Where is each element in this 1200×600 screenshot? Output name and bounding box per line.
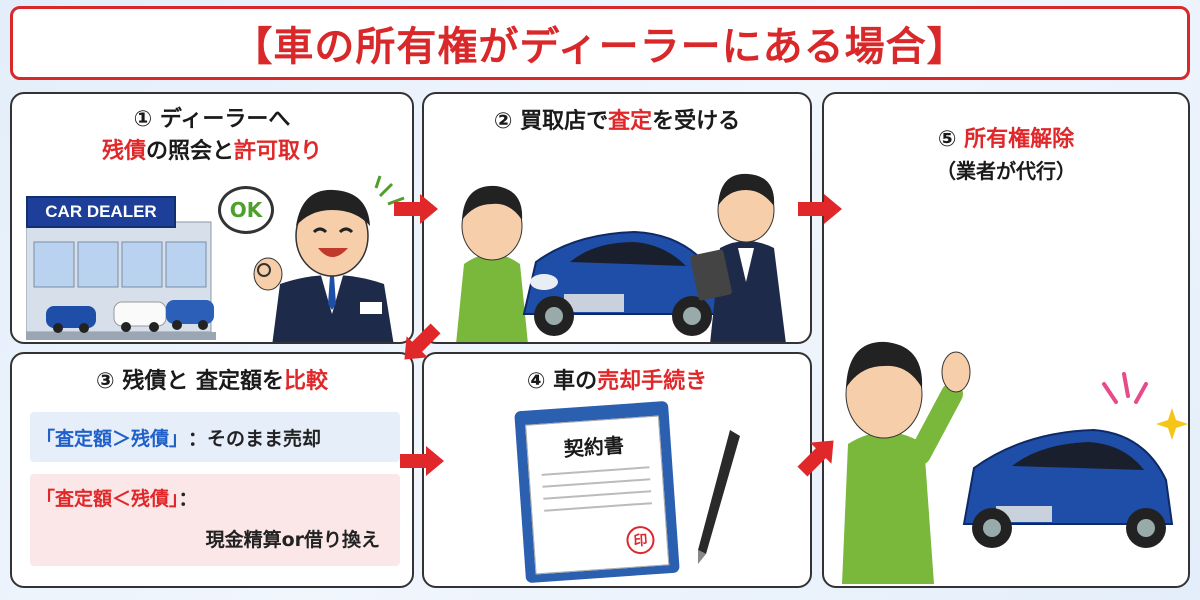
step4-heading: ④ 車の売却手続き [424, 366, 810, 398]
dealer-staff-illustration [252, 174, 412, 342]
step2-heading: ② 買取店で査定を受ける [424, 106, 810, 138]
step3-red: 比較 [283, 369, 328, 394]
ok-speech-bubble: OK [218, 186, 274, 234]
step3-panel: ③ 残債と 査定額を比較 「査定額＞残債」 ：そのまま売却 「査定額＜残債」： … [10, 352, 414, 588]
step1-red2: 許可取り [234, 138, 323, 164]
row2-label: 「査定額＜残債」 [36, 488, 179, 510]
step2-post: を受ける [652, 109, 741, 134]
blue-car-step5 [962, 428, 1174, 548]
step5-heading: ⑤ 所有権解除 （業者が代行） [824, 124, 1188, 188]
step1-red1: 残債 [101, 138, 146, 164]
contract-paper: 契約書 印 [525, 415, 670, 575]
pen-icon [686, 426, 746, 570]
row2-colon: ： [178, 488, 198, 510]
arrow-4-to-5-icon [797, 440, 834, 477]
row2-text: 現金精算or借り換え [205, 529, 380, 551]
step5-red: 所有権解除 [964, 127, 1075, 152]
dealership-building [25, 194, 216, 342]
page-title: 【車の所有権がディーラーにある場合】 [232, 24, 968, 70]
step4-red: 売却手続き [597, 369, 708, 394]
step3-heading: ③ 残債と 査定額を比較 [12, 366, 412, 398]
step4-number: ④ [526, 369, 546, 394]
step4-panel: ④ 車の売却手続き 契約書 印 [422, 352, 812, 588]
step1-heading: ① ディーラーへ 残債の照会と許可取り [12, 104, 412, 168]
step1-line1: ディーラーへ [159, 107, 291, 132]
step5-sub: （業者が代行） [936, 158, 1076, 183]
dealer-sign: CAR DEALER [26, 196, 176, 228]
step1-panel: ① ディーラーへ 残債の照会と許可取り [10, 92, 414, 344]
blue-car-step2 [522, 230, 722, 336]
step1-number: ① [133, 107, 153, 132]
title-banner: 【車の所有権がディーラーにある場合】 [10, 6, 1190, 80]
step2-red: 査定 [608, 109, 653, 134]
arrow-1-to-2-icon [394, 194, 438, 224]
step2-pre: 買取店で [520, 109, 609, 134]
dealer-sign-text: CAR DEALER [45, 202, 157, 221]
step5-number: ⑤ [937, 127, 957, 152]
arrow-3-to-4-icon [400, 446, 444, 476]
seal-stamp-icon: 印 [625, 525, 656, 556]
appraisal-illustration [424, 144, 810, 342]
step5-panel: ⑤ 所有権解除 （業者が代行） [822, 92, 1190, 588]
contract-clipboard: 契約書 印 [514, 400, 680, 584]
small-car-1 [46, 306, 96, 333]
comparison-row-higher: 「査定額＞残債」 ：そのまま売却 [30, 412, 400, 462]
row1-label: 「査定額＞残債」 [36, 427, 189, 450]
row1-text: ：そのまま売却 [188, 427, 322, 450]
arrow-2-to-3-icon [404, 323, 441, 360]
owner-with-car-illustration [824, 244, 1188, 584]
step3-pre: 残債と 査定額を [122, 369, 284, 394]
contract-title: 契約書 [563, 433, 625, 462]
step2-panel: ② 買取店で査定を受ける [422, 92, 812, 344]
step4-pre: 車の [553, 369, 598, 394]
step3-number: ③ [96, 369, 115, 394]
arrow-2-to-5-icon [798, 194, 842, 224]
step1-mid: の照会と [145, 138, 234, 164]
step2-number: ② [493, 109, 513, 134]
comparison-row-lower: 「査定額＜残債」： 現金精算or借り換え [30, 474, 400, 566]
ok-text: OK [229, 198, 263, 222]
